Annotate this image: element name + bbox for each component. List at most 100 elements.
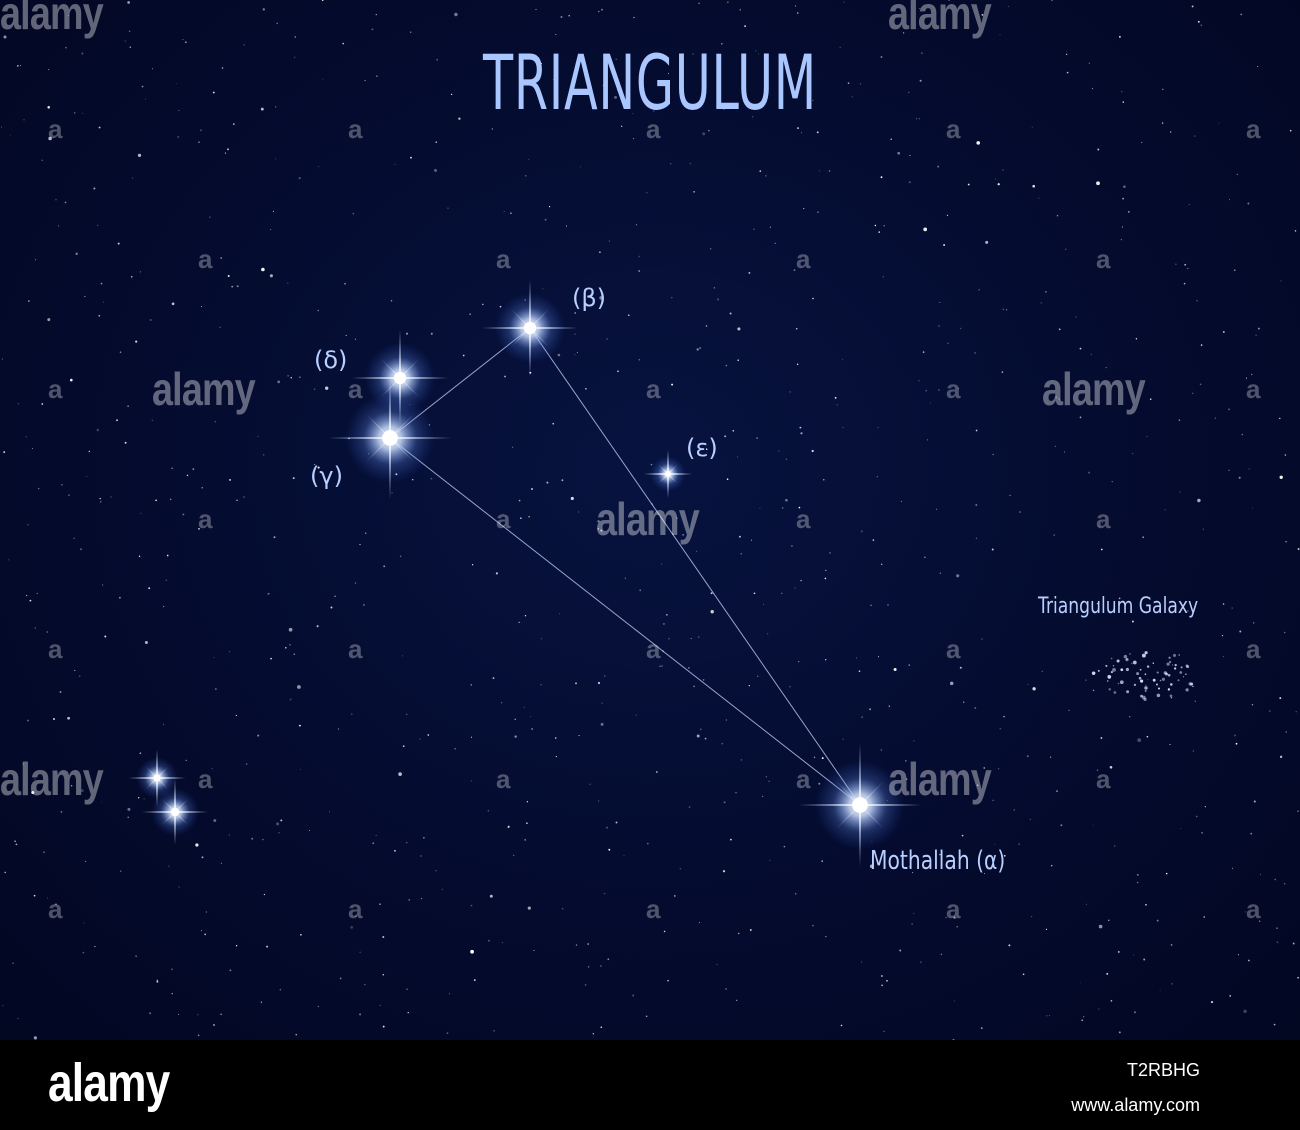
night-sky: alamy alamy alamy alamy alamy alamy alam… [0,0,1300,1040]
background-star [608,848,611,851]
background-star [260,1001,263,1003]
background-star [668,637,670,640]
background-star [1110,1000,1113,1002]
star-label-alpha: Mothallah (α) [870,846,1006,876]
background-star [726,478,729,481]
background-star [127,405,129,407]
background-star [597,681,601,685]
background-star [842,427,844,429]
background-star [769,226,771,228]
background-star [229,478,231,481]
watermark-glyph: a [496,244,511,274]
background-star [639,589,642,592]
background-star [593,102,596,105]
background-star [671,383,674,386]
background-star [279,989,281,991]
background-star [1178,419,1181,421]
background-star [355,915,357,918]
background-star [752,116,754,118]
background-star [615,58,617,60]
background-star [945,916,947,919]
background-star [220,1013,222,1015]
watermark-glyph: a [198,504,213,534]
background-star [262,839,264,841]
background-star [55,199,57,201]
background-star [47,897,48,899]
background-star [48,69,50,71]
background-star [298,724,301,727]
background-star [171,467,173,469]
background-star [200,930,202,932]
star-label-delta: (δ) [314,346,348,374]
background-star [676,517,678,519]
background-star [145,98,147,100]
background-star [80,548,82,551]
background-star [587,966,590,968]
background-star [382,936,385,938]
background-star [165,579,168,581]
background-star [176,83,178,84]
background-star [570,496,574,501]
background-star [78,675,81,677]
background-star [540,683,542,686]
background-star [382,1025,385,1028]
background-star [1080,982,1082,984]
background-star [561,907,564,910]
background-star [201,487,203,489]
background-star [514,718,516,720]
background-star [716,964,718,966]
background-star [725,719,727,721]
background-star [411,478,414,481]
background-star [365,532,367,534]
background-star [261,267,265,272]
background-star [430,477,433,480]
background-star [171,993,173,995]
background-star [402,745,405,748]
background-star [300,769,302,771]
background-star [1058,328,1061,331]
background-star [1245,377,1247,379]
background-star [1135,338,1138,340]
background-star [999,34,1001,36]
background-star [17,403,20,405]
background-star [117,242,120,245]
background-star [1251,704,1254,706]
background-star [342,42,345,45]
background-star [144,641,148,644]
background-star [316,625,319,628]
background-star [529,716,531,718]
constellation-title: TRIANGULUM [483,38,817,127]
background-star [1118,597,1121,600]
background-star [1132,452,1134,455]
background-star [717,298,720,301]
background-star [818,782,821,785]
background-star [1235,742,1238,745]
background-star [1129,716,1131,718]
background-star [938,389,940,391]
background-star [908,181,911,184]
background-star [1055,396,1057,398]
background-star [526,822,528,824]
background-star [781,592,783,595]
background-star [561,479,564,482]
background-star [774,242,776,244]
background-star [371,28,374,31]
background-star [1079,347,1082,350]
background-star [1027,683,1029,685]
background-star [967,183,970,186]
background-star [489,894,493,898]
background-star [139,271,141,273]
background-star [1222,330,1225,333]
background-star [200,306,203,308]
background-star [1214,417,1216,419]
background-star [1283,882,1286,885]
background-star [1239,630,1242,633]
background-star [470,780,472,782]
background-star [273,536,276,539]
background-star [1191,5,1194,8]
background-star [1142,536,1145,539]
background-star [69,378,73,382]
background-star [289,698,292,701]
background-star [171,302,175,306]
background-star [317,466,320,469]
